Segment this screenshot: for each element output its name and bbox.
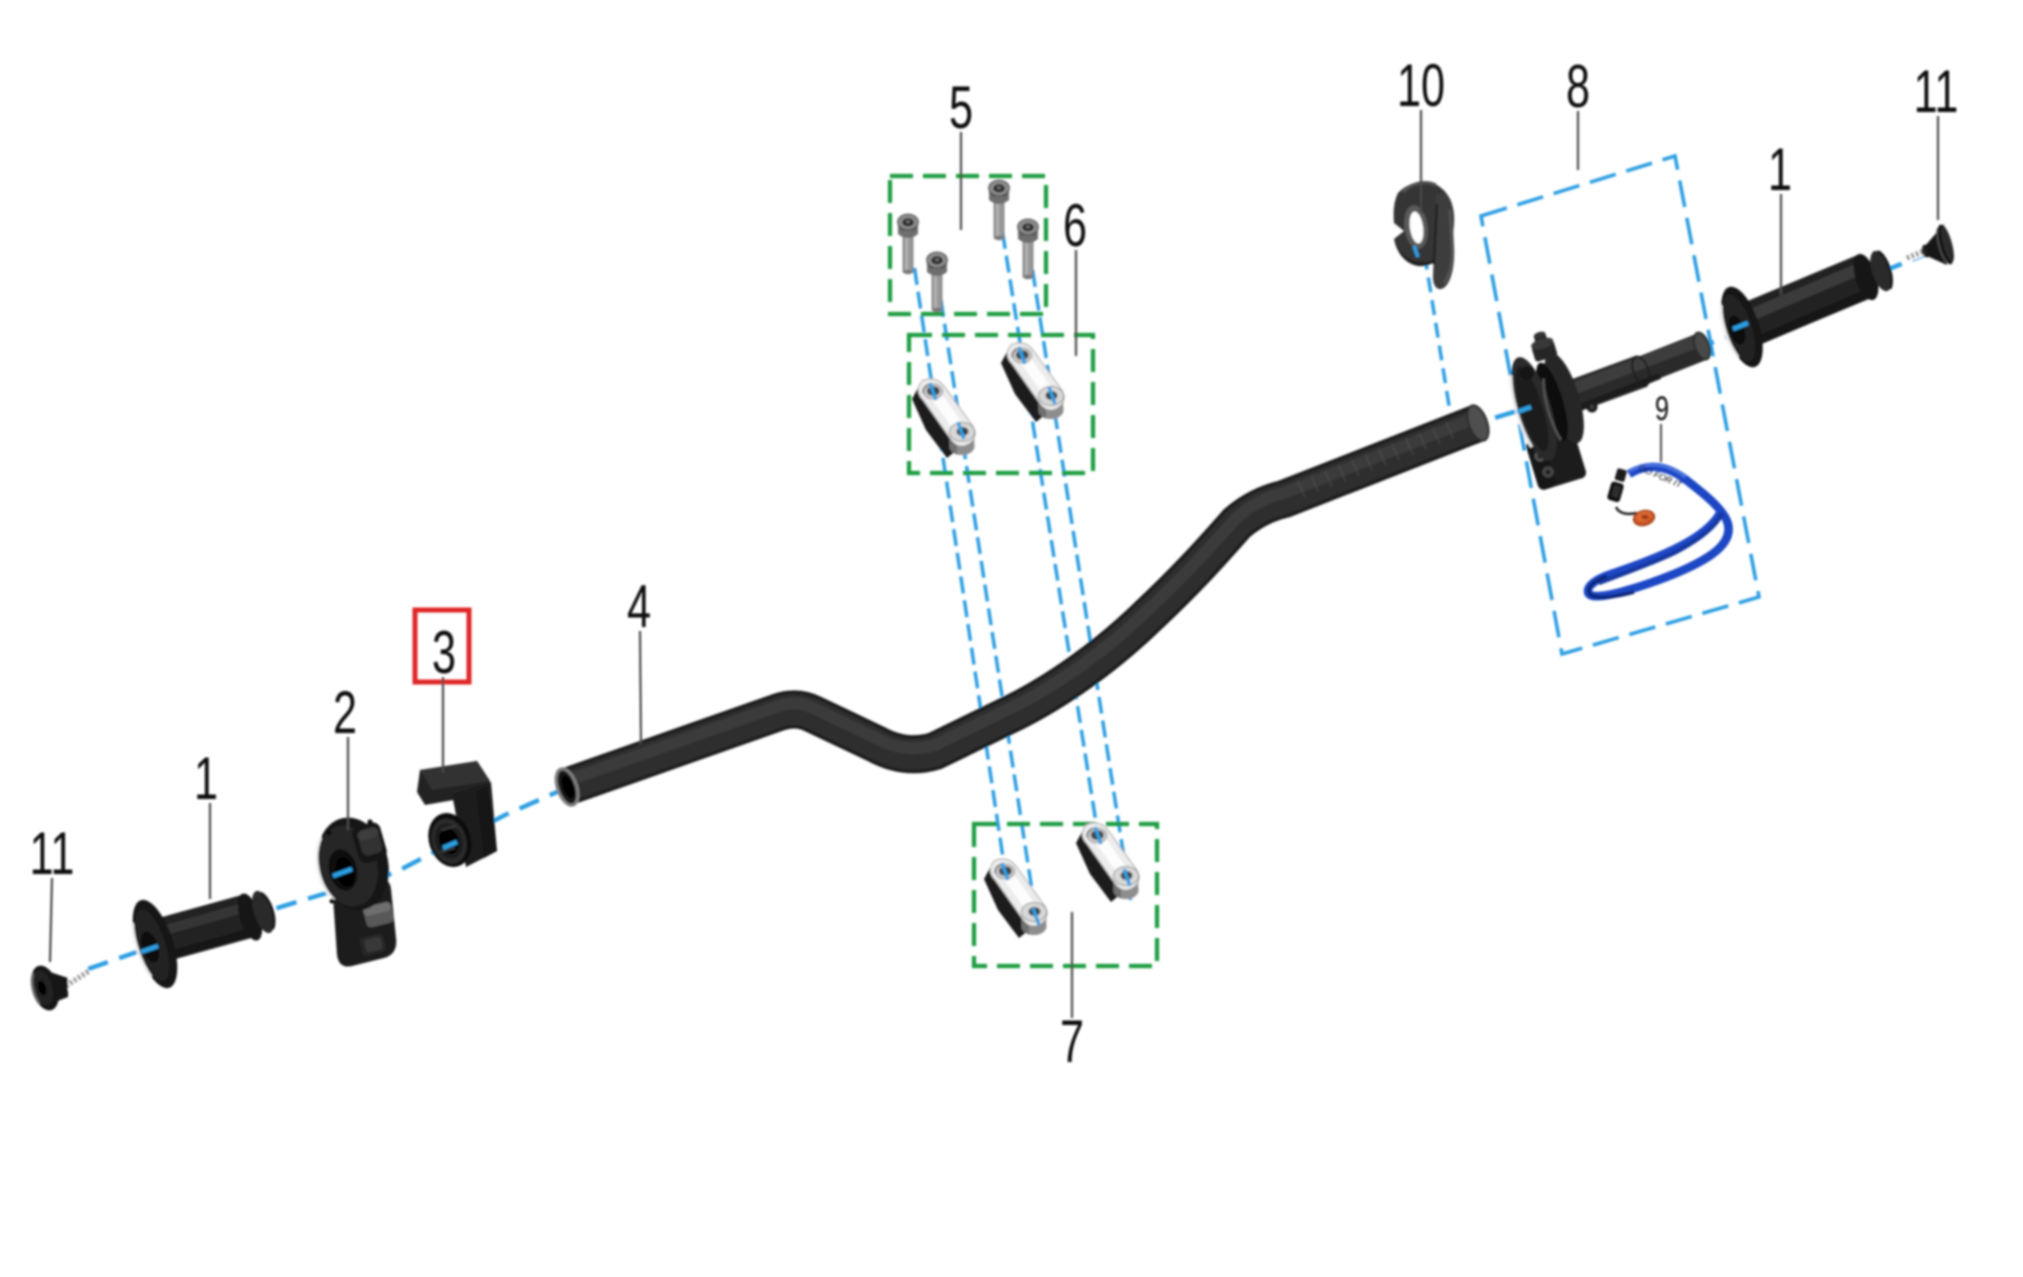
svg-text:8: 8 xyxy=(1566,54,1590,121)
svg-text:9: 9 xyxy=(1655,391,1669,428)
svg-text:2: 2 xyxy=(333,680,357,747)
svg-text:1: 1 xyxy=(1768,137,1792,204)
svg-text:10: 10 xyxy=(1397,53,1445,120)
svg-text:5: 5 xyxy=(949,75,973,142)
svg-text:1: 1 xyxy=(194,746,218,813)
svg-text:6: 6 xyxy=(1063,193,1087,260)
svg-text:3: 3 xyxy=(432,620,456,687)
svg-text:7: 7 xyxy=(1060,1009,1084,1076)
svg-text:11: 11 xyxy=(30,821,75,888)
svg-text:4: 4 xyxy=(627,574,651,641)
svg-text:11: 11 xyxy=(1914,59,1959,126)
